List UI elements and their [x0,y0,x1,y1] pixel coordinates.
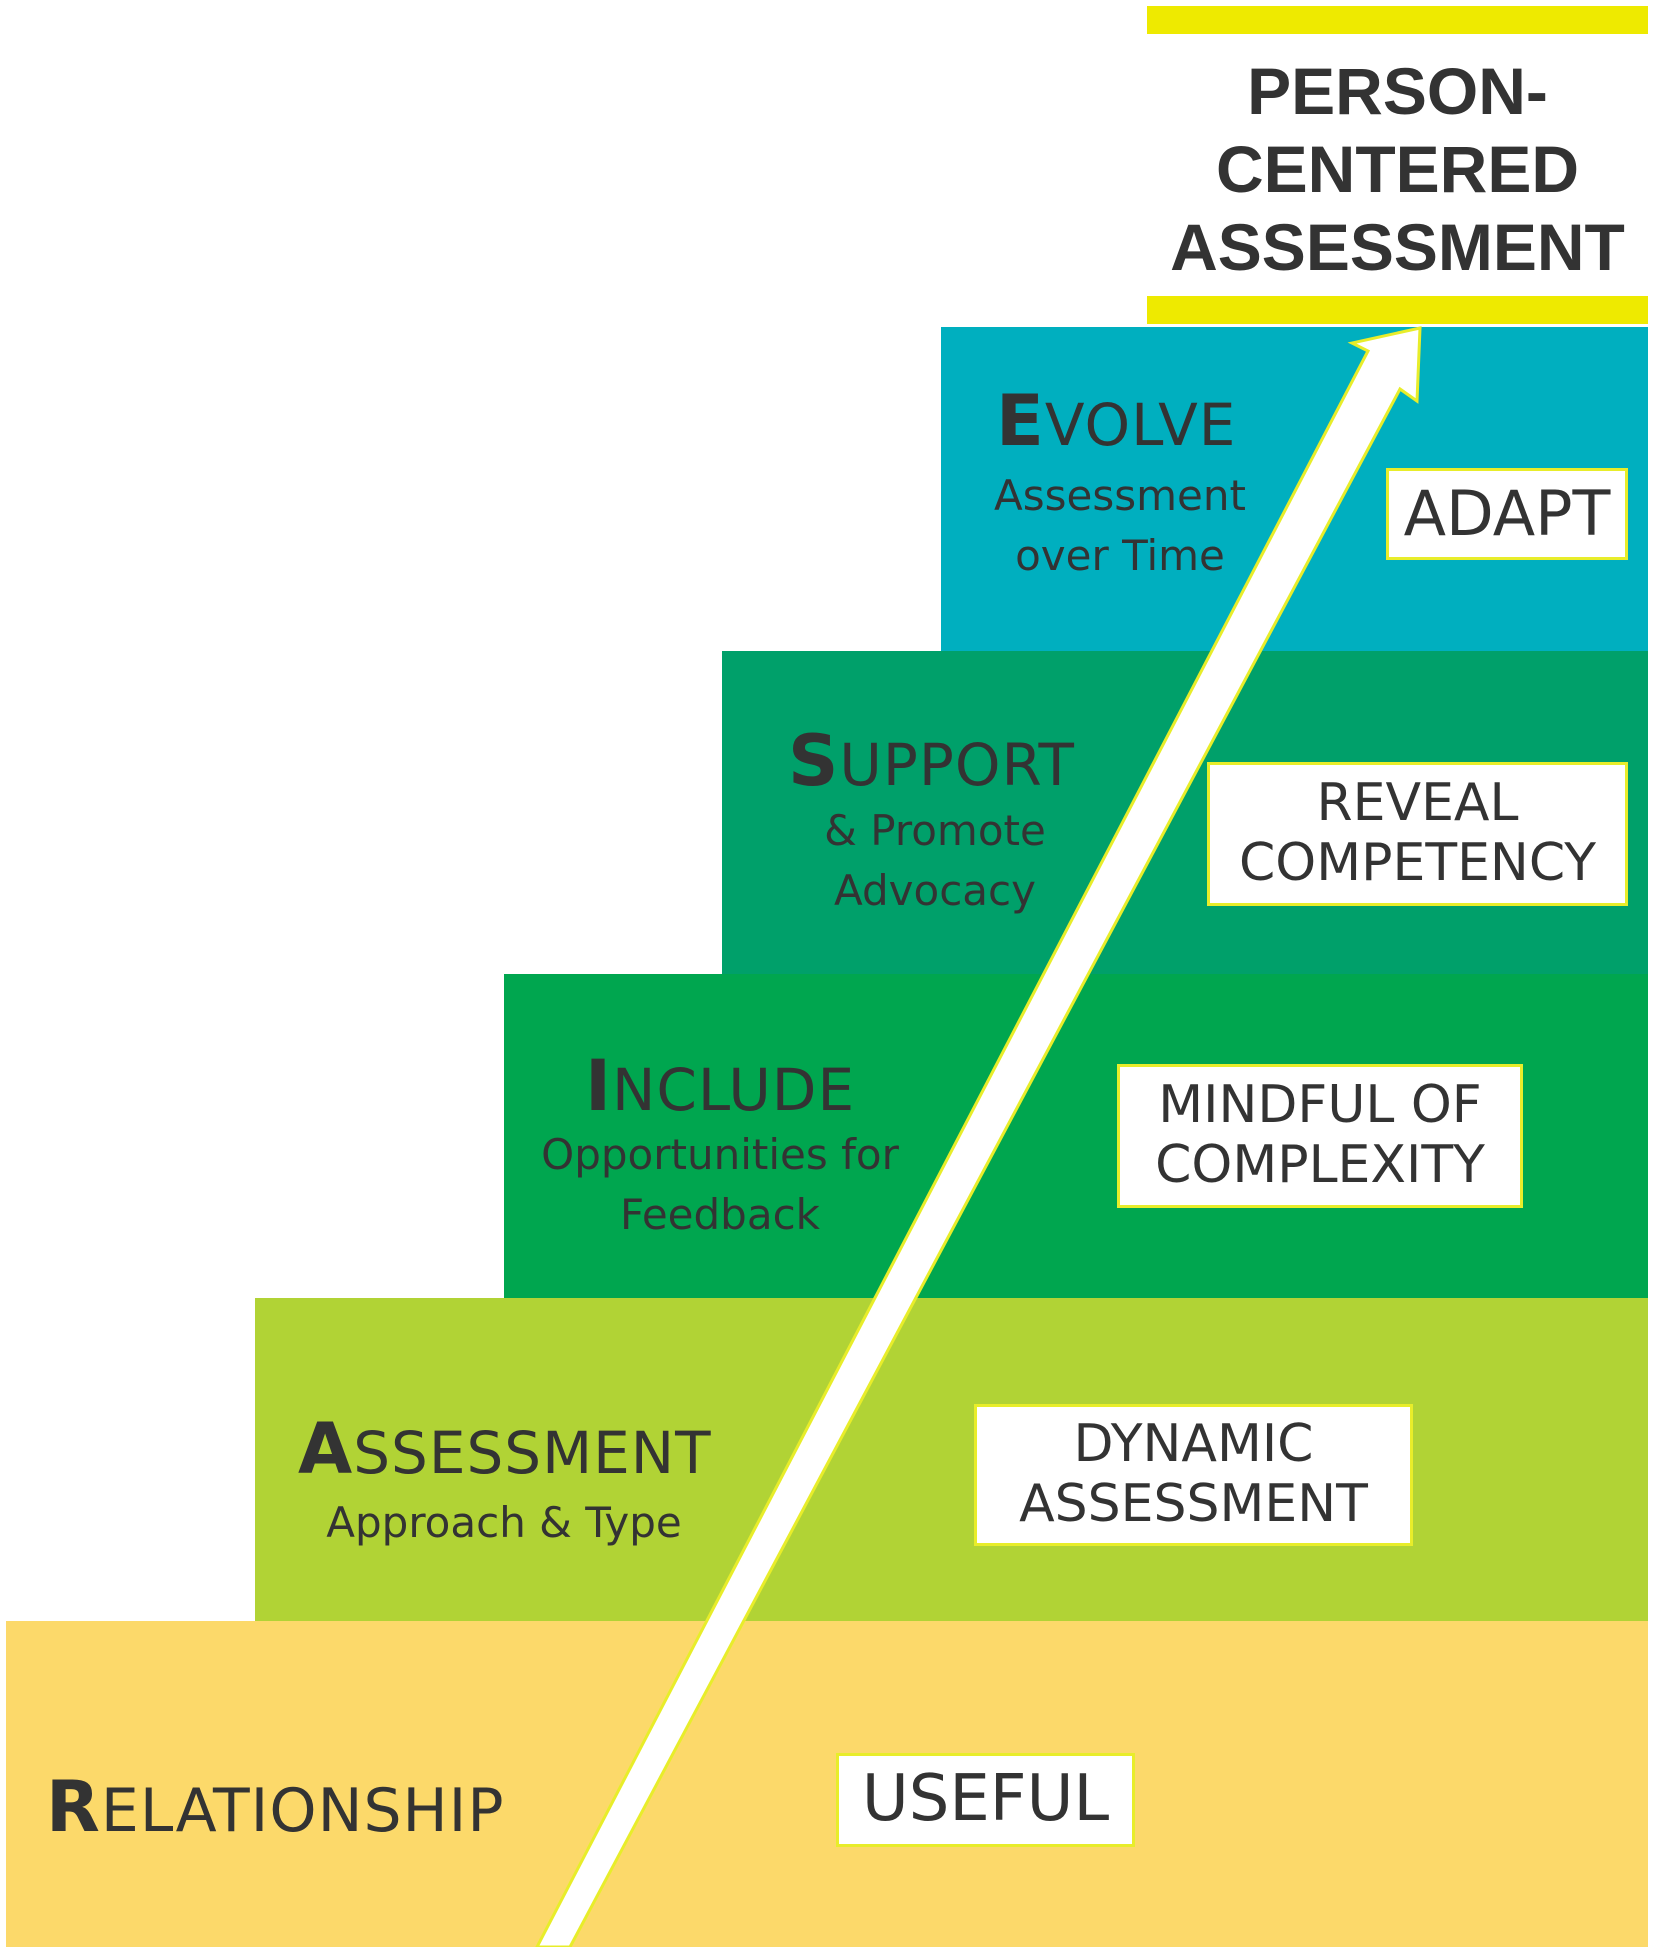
box-adapt-text: ADAPT [1403,477,1611,551]
relationship-rest: ELATIONSHIP [100,1776,505,1846]
support-subtitle-1: & Promote [824,806,1046,855]
assessment-subtitle: Approach & Type [326,1498,682,1547]
support-rest: UPPORT [839,731,1075,799]
box-reveal-line-2: COMPETENCY [1239,833,1596,893]
title-bar-bottom [1147,296,1648,324]
support-initial: S [788,720,840,802]
include-heading: INCLUDE [585,1045,855,1127]
evolve-initial: E [996,380,1045,462]
support-subtitle-2: Advocacy [834,866,1036,915]
title-block: PERSON- CENTERED ASSESSMENT [1147,6,1648,328]
box-dynamic-assessment: DYNAMIC ASSESSMENT [974,1404,1413,1546]
title-line-1: PERSON- [1247,54,1548,128]
box-reveal-competency: REVEAL COMPETENCY [1207,762,1628,906]
relationship-heading: RELATIONSHIP [46,1766,505,1848]
relationship-initial: R [46,1766,101,1848]
include-subtitle-2: Feedback [619,1190,820,1239]
box-mindful-line-1: MINDFUL OF [1158,1075,1482,1136]
title-line-2: CENTERED [1215,132,1580,206]
box-dynamic-line-2: ASSESSMENT [1019,1474,1368,1534]
evolve-heading: EVOLVE [996,380,1236,462]
box-mindful-of-complexity: MINDFUL OF COMPLEXITY [1117,1064,1523,1208]
title-line-3: ASSESSMENT [1170,210,1625,284]
box-dynamic-line-1: DYNAMIC [1073,1414,1314,1475]
page-title: PERSON- CENTERED ASSESSMENT [1147,52,1648,286]
include-rest: NCLUDE [612,1056,856,1124]
box-reveal-line-1: REVEAL [1316,773,1519,834]
box-useful: USEFUL [836,1753,1135,1847]
include-subtitle-1: Opportunities for [541,1130,899,1179]
support-heading: SUPPORT [788,720,1075,802]
box-adapt: ADAPT [1386,468,1628,560]
title-bar-top [1147,6,1648,34]
evolve-subtitle-1: Assessment [994,471,1246,520]
include-initial: I [585,1045,613,1127]
evolve-subtitle-2: over Time [1015,531,1225,580]
assessment-initial: A [298,1408,354,1490]
box-mindful-line-2: COMPLEXITY [1155,1135,1485,1195]
box-useful-text: USEFUL [861,1762,1110,1837]
assessment-heading: ASSESSMENT [298,1408,712,1490]
assessment-rest: SSESSMENT [353,1419,712,1487]
evolve-rest: VOLVE [1044,391,1237,459]
